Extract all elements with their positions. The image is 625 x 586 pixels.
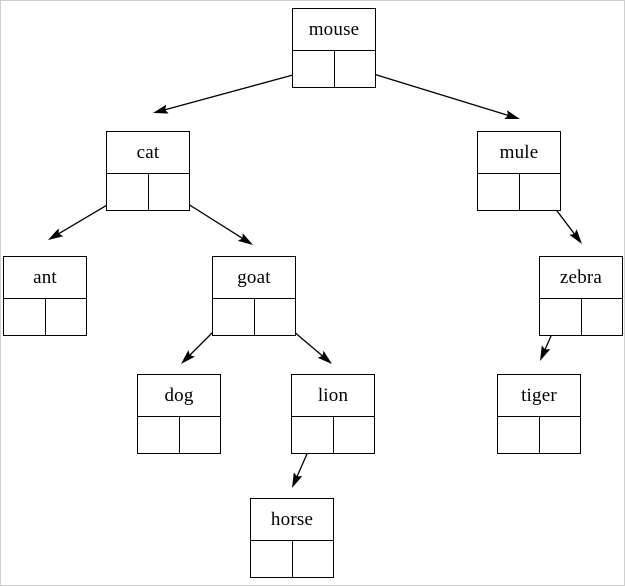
left-pointer-cell (540, 299, 582, 335)
tree-node-zebra[interactable]: zebra (539, 256, 623, 336)
left-pointer-cell (478, 174, 520, 210)
right-pointer-cell (45, 299, 86, 335)
arrowhead (504, 110, 520, 119)
left-pointer-cell (213, 299, 255, 335)
tree-node-mouse[interactable]: mouse (292, 8, 376, 88)
edge-mouse-to-cat (153, 68, 316, 114)
tree-node-goat[interactable]: goat (212, 256, 296, 336)
node-pointer-row (293, 51, 375, 87)
tree-node-cat[interactable]: cat (106, 131, 190, 211)
right-pointer-cell (179, 417, 220, 453)
node-pointer-row (498, 417, 580, 453)
node-label: mule (478, 132, 560, 174)
node-pointer-row (292, 417, 374, 453)
node-label: goat (213, 257, 295, 299)
arrowhead (540, 345, 551, 361)
node-pointer-row (478, 174, 560, 210)
arrowhead (181, 350, 195, 364)
node-pointer-row (213, 299, 295, 335)
tree-node-horse[interactable]: horse (250, 498, 334, 578)
left-pointer-cell (293, 51, 335, 87)
node-label: lion (292, 375, 374, 417)
left-pointer-cell (4, 299, 46, 335)
tree-node-dog[interactable]: dog (137, 374, 221, 454)
node-label: zebra (540, 257, 622, 299)
node-pointer-row (251, 541, 333, 577)
tree-node-ant[interactable]: ant (3, 256, 87, 336)
right-pointer-cell (581, 299, 622, 335)
left-pointer-cell (498, 417, 540, 453)
arrowhead (48, 228, 64, 240)
edge-mouse-to-mule (353, 67, 520, 119)
right-pointer-cell (292, 541, 333, 577)
right-pointer-cell (148, 174, 189, 210)
left-pointer-cell (292, 417, 334, 453)
tree-node-tiger[interactable]: tiger (497, 374, 581, 454)
right-pointer-cell (254, 299, 295, 335)
arrowhead (237, 233, 253, 245)
node-label: dog (138, 375, 220, 417)
node-label: mouse (293, 9, 375, 51)
node-pointer-row (540, 299, 622, 335)
left-pointer-cell (251, 541, 293, 577)
right-pointer-cell (519, 174, 560, 210)
node-pointer-row (138, 417, 220, 453)
right-pointer-cell (333, 417, 374, 453)
left-pointer-cell (107, 174, 149, 210)
tree-node-lion[interactable]: lion (291, 374, 375, 454)
left-pointer-cell (138, 417, 180, 453)
arrowhead (153, 104, 169, 114)
node-label: horse (251, 499, 333, 541)
right-pointer-cell (539, 417, 580, 453)
tree-node-mule[interactable]: mule (477, 131, 561, 211)
arrowhead (317, 350, 332, 364)
right-pointer-cell (334, 51, 375, 87)
node-label: ant (4, 257, 86, 299)
node-pointer-row (4, 299, 86, 335)
node-label: cat (107, 132, 189, 174)
arrowhead (292, 472, 303, 488)
arrowhead (569, 229, 582, 244)
edge-line (353, 67, 509, 117)
node-pointer-row (107, 174, 189, 210)
node-label: tiger (498, 375, 580, 417)
